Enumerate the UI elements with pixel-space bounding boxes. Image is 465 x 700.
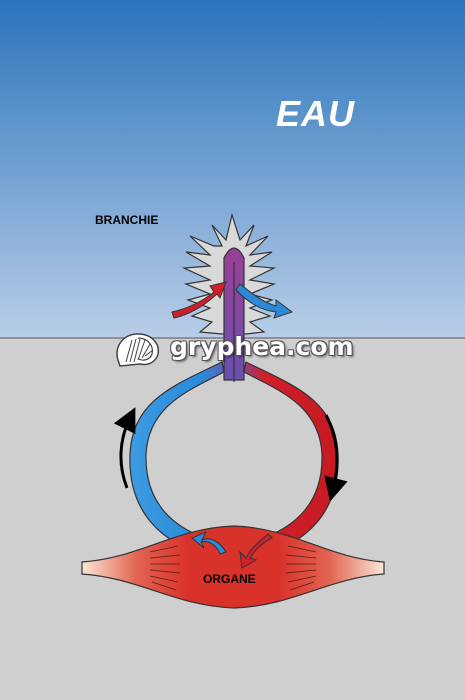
ammonite-logo-icon [116, 333, 160, 367]
arrow-out-blue-icon [191, 531, 227, 555]
gill-label: BRANCHIE [95, 213, 159, 227]
circulation-arrow-up-icon [113, 407, 136, 489]
watermark: gryphea.com [112, 330, 362, 372]
arrow-gill-out-blue-icon [235, 283, 294, 319]
organ-striations [149, 545, 317, 591]
arrow-gill-in-red-icon [171, 281, 227, 319]
watermark-text: gryphea.com [170, 332, 354, 361]
organ-shape [81, 525, 385, 609]
arrow-in-red-icon [239, 533, 273, 569]
ground-background [0, 338, 465, 700]
water-label: EAU [276, 93, 356, 134]
organ-label: ORGANE [203, 572, 256, 586]
circulation-arrow-down-icon [324, 414, 348, 502]
